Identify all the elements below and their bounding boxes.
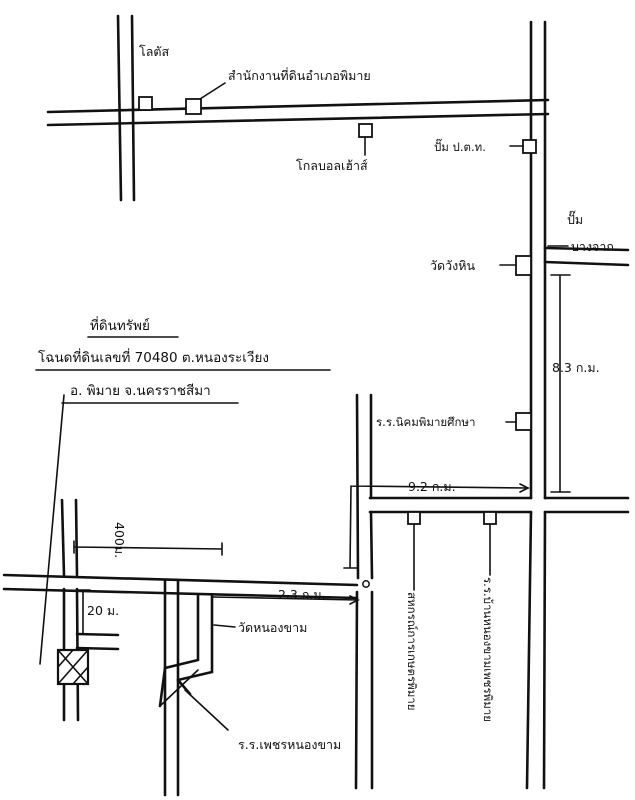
junction-vertical-road bbox=[354, 393, 374, 790]
pump2-label-line1: ปั๊ม bbox=[567, 210, 583, 227]
leader-lines bbox=[39, 82, 569, 731]
right-branch-road bbox=[543, 246, 630, 267]
school-baan-building bbox=[483, 511, 497, 525]
coop-vertical-label: สหกรณ์การเกษตรพิมาย bbox=[405, 592, 419, 710]
wat-nong-kham-road bbox=[158, 593, 214, 708]
title-line-3: อ. พิมาย จ.นครราชสีมา bbox=[70, 383, 211, 399]
wat-nong-kham-label: วัดหนองขาม bbox=[238, 620, 307, 635]
main-vertical-road bbox=[525, 20, 547, 790]
ptt-station-building bbox=[522, 139, 537, 154]
coop-building bbox=[407, 511, 421, 525]
top-road bbox=[46, 98, 550, 127]
distance-9-2-label: 9.2 ก.ม. bbox=[408, 479, 456, 494]
title-line-2: โฉนดที่ดินเลขที่ 70480 ต.หนองระเวียง bbox=[38, 348, 269, 366]
district-office-building bbox=[185, 98, 202, 115]
lotus-label: โลตัส bbox=[139, 44, 169, 59]
lotus-building bbox=[138, 96, 153, 111]
district-office-label: สำนักงานที่ดินอำเภอพิมาย bbox=[228, 67, 371, 83]
distance-20-label: 20 ม. bbox=[87, 603, 119, 618]
global-house-building bbox=[358, 123, 373, 138]
distance-8-3-label: 8.3 ก.ม. bbox=[552, 360, 600, 375]
school-phet-label: ร.ร.เพชรหนองขาม bbox=[238, 737, 341, 752]
title-block: ที่ดินทรัพย์ โฉนดที่ดินเลขที่ 70480 ต.หน… bbox=[35, 316, 331, 404]
wat-wang-hin-label: วัดวังหิน bbox=[430, 258, 475, 273]
wat-wang-hin-building bbox=[515, 255, 532, 276]
distance-2-3-label: 2.3 ก.ม. bbox=[278, 587, 326, 602]
land-parcel bbox=[56, 648, 90, 686]
ptt-station-label: ปั๊ม ป.ต.ท. bbox=[434, 138, 486, 154]
title-line-1: ที่ดินทรัพย์ bbox=[90, 316, 150, 334]
school-nikhom-building bbox=[515, 412, 532, 431]
middle-road bbox=[368, 496, 630, 514]
left-vertical-road bbox=[116, 14, 136, 202]
parcel-side-road bbox=[75, 632, 120, 651]
distance-markers bbox=[73, 274, 571, 634]
school-baan-vertical-label: ร.ร.บ้านหนองขามเพชรพิมาย bbox=[481, 577, 495, 722]
distance-400-label: 400ม. bbox=[112, 522, 127, 558]
pump2-label-line2: บางจาก bbox=[571, 239, 614, 254]
school-nikhom-label: ร.ร.นิคมพิมายศึกษา bbox=[376, 415, 475, 429]
global-house-label: โกลบอลเฮ้าส์ bbox=[296, 158, 368, 173]
